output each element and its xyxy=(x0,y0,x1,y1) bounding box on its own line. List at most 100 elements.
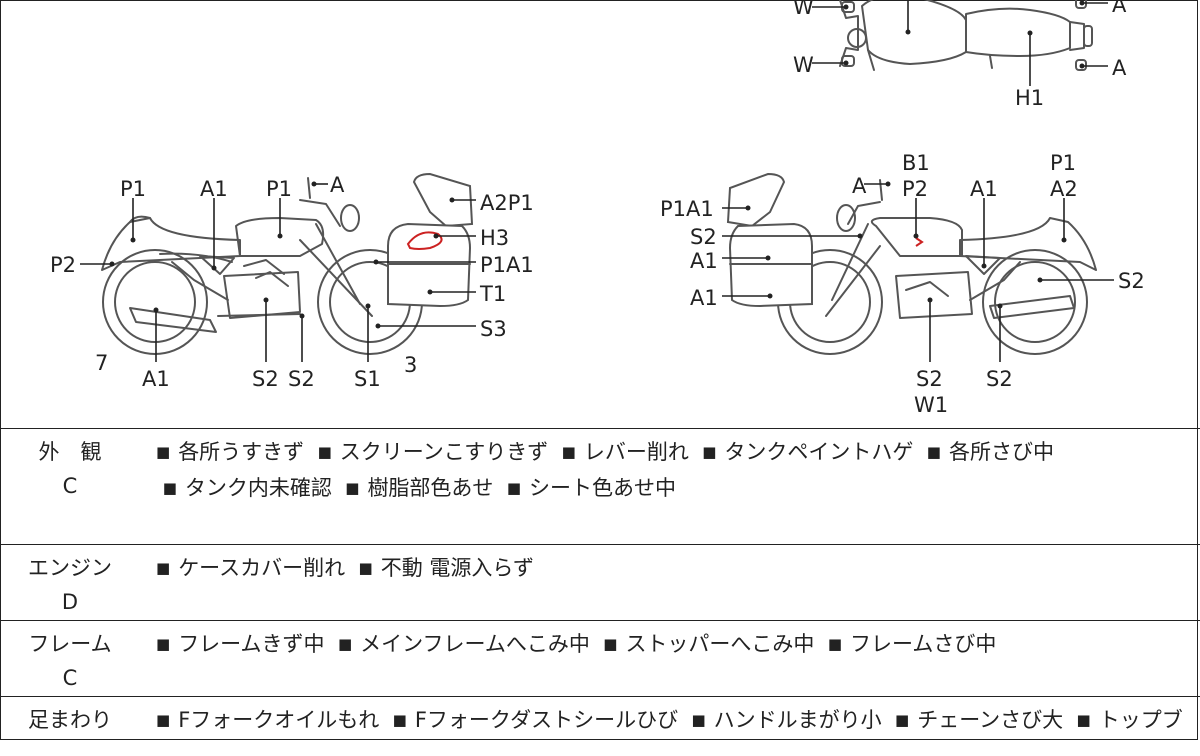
label-three: 3 xyxy=(404,353,417,377)
square-bullet-icon: ■ xyxy=(337,635,353,653)
square-bullet-icon: ■ xyxy=(392,711,407,729)
square-bullet-icon: ■ xyxy=(1076,711,1091,729)
label-a2-right: A2 xyxy=(1050,177,1078,201)
left-side-labels: P1 A1 P1 A P2 A2P1 H3 P1A1 T1 S3 7 A1 S2… xyxy=(50,173,534,391)
square-bullet-icon: ■ xyxy=(162,479,177,497)
label-p1-top: P1 xyxy=(1050,151,1076,175)
label-p1a1: P1A1 xyxy=(480,253,534,277)
list-item: ■ハンドルまがり小 xyxy=(691,708,882,732)
label-t1: T1 xyxy=(479,282,506,306)
label-p1-tank: P1 xyxy=(266,177,292,201)
label-s2-right: S2 xyxy=(1118,269,1145,293)
row-items: ■ケースカバー削れ ■不動 電源入らず xyxy=(156,551,1182,587)
grade-label: D xyxy=(61,590,79,614)
report-row-exterior: 外 観 C ■各所うすきず ■スクリーンこすりきず ■レバー削れ ■タンクペイン… xyxy=(0,428,1200,544)
category-label: エンジン xyxy=(28,556,112,580)
right-side-motorcycle xyxy=(726,172,1097,355)
right-side-leaders xyxy=(722,181,1114,362)
list-item: ■樹脂部色あせ xyxy=(345,476,494,500)
square-bullet-icon: ■ xyxy=(691,711,706,729)
report-row-frame: フレーム C ■フレームきず中 ■メインフレームへこみ中 ■ストッパーへこみ中 … xyxy=(0,620,1200,696)
label-s2-bottom-b: S2 xyxy=(986,367,1013,391)
label-s1: S1 xyxy=(354,367,381,391)
row-category: 外 観 C xyxy=(0,435,140,503)
left-side-motorcycle xyxy=(101,172,474,355)
list-item: ■レバー削れ xyxy=(561,440,689,464)
category-label: フレーム xyxy=(28,632,112,656)
label-seven: 7 xyxy=(95,351,108,375)
label-s2-a: S2 xyxy=(252,367,279,391)
left-side-leaders xyxy=(80,181,476,362)
square-bullet-icon: ■ xyxy=(156,443,171,461)
list-item: ■ストッパーへこみ中 xyxy=(603,632,815,656)
row-category: 足まわり xyxy=(0,703,140,737)
label-p1a1-right: P1A1 xyxy=(660,197,714,221)
list-item: ■フレームさび中 xyxy=(827,632,997,656)
label-b1: B1 xyxy=(902,151,930,175)
grade-label: C xyxy=(62,666,78,690)
category-label: 外 観 xyxy=(38,440,102,464)
list-item: ■ケースカバー削れ xyxy=(156,556,346,580)
condition-report: 外 観 C ■各所うすきず ■スクリーンこすりきず ■レバー削れ ■タンクペイン… xyxy=(0,428,1200,756)
label-a1-mid-right: A1 xyxy=(970,177,998,201)
label-a1-bottom: A1 xyxy=(142,367,170,391)
grade-label: C xyxy=(62,474,78,498)
label-s2-bottom-a: S2 xyxy=(916,367,943,391)
label-h3: H3 xyxy=(480,226,509,250)
row-items: ■Fフォークオイルもれ ■Fフォークダストシールひび ■ハンドルまがり小 ■チェ… xyxy=(156,703,1182,739)
square-bullet-icon: ■ xyxy=(603,635,618,653)
label-a1-mid: A1 xyxy=(200,177,228,201)
label-a2p1: A2P1 xyxy=(480,191,534,215)
square-bullet-icon: ■ xyxy=(926,443,941,461)
square-bullet-icon: ■ xyxy=(317,443,332,461)
report-row-suspension: 足まわり ■Fフォークオイルもれ ■Fフォークダストシールひび ■ハンドルまがり… xyxy=(0,696,1200,756)
row-category: エンジン D xyxy=(0,551,140,619)
label-s2-b: S2 xyxy=(288,367,315,391)
label-w-upper: W xyxy=(793,0,814,19)
label-w-lower: W xyxy=(793,53,814,77)
label-a1-left-b: A1 xyxy=(690,286,718,310)
list-item: ■フレームきず中 xyxy=(156,632,325,656)
report-row-engine: エンジン D ■ケースカバー削れ ■不動 電源入らず xyxy=(0,544,1200,620)
row-items: ■各所うすきず ■スクリーンこすりきず ■レバー削れ ■タンクペイントハゲ ■各… xyxy=(156,435,1182,507)
square-bullet-icon: ■ xyxy=(156,711,171,729)
list-item: ■シート色あせ中 xyxy=(506,476,676,500)
list-item: ■メインフレームへこみ中 xyxy=(337,632,590,656)
list-item: ■スクリーンこすりきず xyxy=(317,440,549,464)
row-category: フレーム C xyxy=(0,627,140,695)
list-item: ■各所さび中 xyxy=(926,440,1054,464)
label-s2-left: S2 xyxy=(690,225,717,249)
label-p2-right: P2 xyxy=(902,177,928,201)
square-bullet-icon: ■ xyxy=(156,635,171,653)
list-item: ■Fフォークダストシールひび xyxy=(392,708,679,732)
square-bullet-icon: ■ xyxy=(506,479,521,497)
label-a1-left-a: A1 xyxy=(690,249,718,273)
label-s3: S3 xyxy=(480,317,507,341)
square-bullet-icon: ■ xyxy=(561,443,576,461)
square-bullet-icon: ■ xyxy=(827,635,842,653)
square-bullet-icon: ■ xyxy=(345,479,360,497)
square-bullet-icon: ■ xyxy=(156,559,171,577)
top-view-motorcycle xyxy=(839,0,1093,71)
label-a-mirror: A xyxy=(330,173,345,197)
square-bullet-icon: ■ xyxy=(358,559,373,577)
row-items: ■フレームきず中 ■メインフレームへこみ中 ■ストッパーへこみ中 ■フレームさび… xyxy=(156,627,1182,663)
right-side-labels: B1 P1 A P2 A1 A2 P1A1 S2 A1 A1 S2 S2 W1 … xyxy=(660,151,1145,417)
label-p2: P2 xyxy=(50,253,76,277)
square-bullet-icon: ■ xyxy=(895,711,910,729)
label-a-upper: A xyxy=(1112,0,1127,17)
label-p1-rear: P1 xyxy=(120,177,146,201)
label-a-lower: A xyxy=(1112,56,1127,80)
top-view-leaders xyxy=(812,0,1108,86)
label-a-mirror-right: A xyxy=(852,174,867,198)
list-item: ■不動 電源入らず xyxy=(358,556,534,580)
category-label: 足まわり xyxy=(28,708,112,732)
label-h1: H1 xyxy=(1015,86,1044,110)
top-view-labels: W W A A H1 xyxy=(793,0,1127,110)
list-item: ■トップブリッ xyxy=(1076,708,1182,732)
list-item: ■タンク内未確認 xyxy=(162,476,332,500)
list-item: ■各所うすきず xyxy=(156,440,305,464)
motorcycle-damage-diagram: W W A A H1 xyxy=(50,0,1145,417)
list-item: ■Fフォークオイルもれ xyxy=(156,708,380,732)
label-w1: W1 xyxy=(914,393,948,417)
